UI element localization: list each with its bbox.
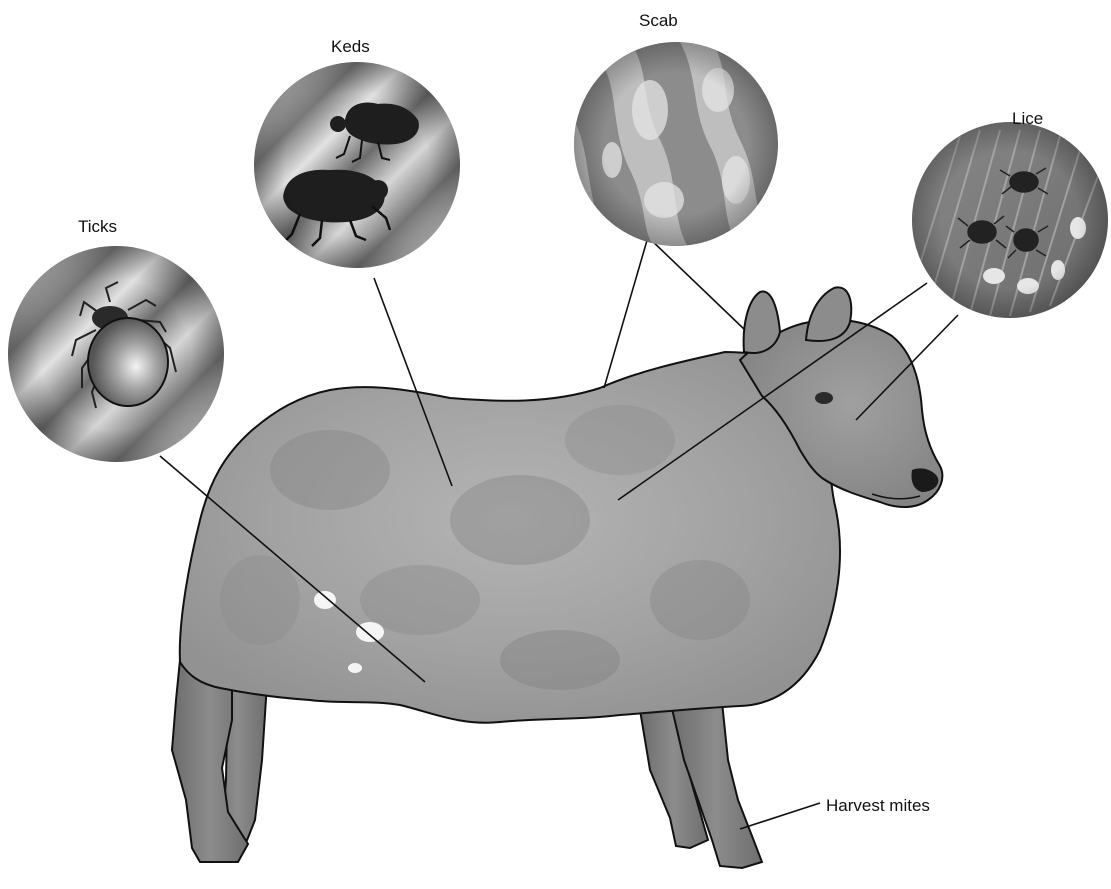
label-scab: Scab [639, 12, 678, 29]
leader-line-scab-left [604, 237, 648, 388]
lice-magnifier [912, 122, 1108, 318]
sheep-eye [815, 392, 833, 404]
leader-line-harvest-mites [740, 803, 820, 829]
label-keds: Keds [331, 38, 370, 55]
label-ticks: Ticks [78, 218, 117, 235]
sheep [172, 287, 942, 868]
label-lice: Lice [1012, 110, 1043, 127]
leader-line-scab-right [648, 237, 745, 330]
scab-magnifier [574, 42, 778, 250]
sheep-ear-front [806, 287, 851, 341]
ticks-magnifier [8, 246, 224, 462]
label-harvest-mites: Harvest mites [826, 797, 930, 814]
keds-magnifier [254, 62, 460, 268]
sheep-ear-back [744, 292, 780, 353]
